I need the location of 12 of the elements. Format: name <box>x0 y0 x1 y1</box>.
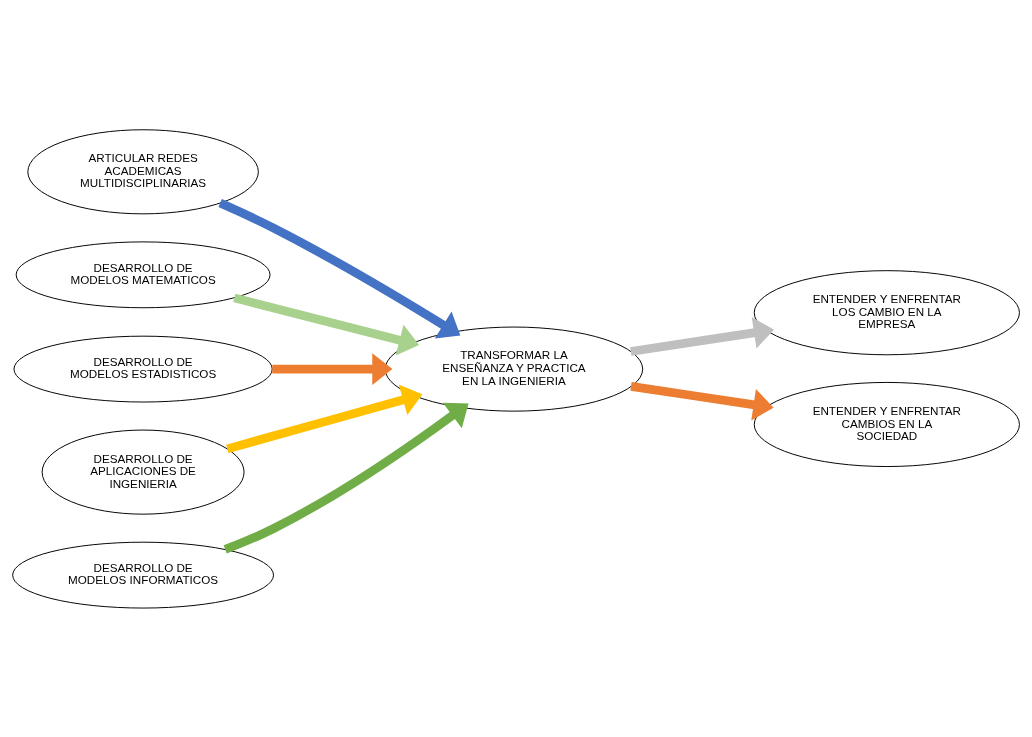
arrow <box>223 402 469 553</box>
node-ellipse: DESARROLLO DE MODELOS INFORMATICOS <box>12 541 274 609</box>
node-ellipse: DESARROLLO DE MODELOS ESTADISTICOS <box>13 335 273 402</box>
node-ellipse: DESARROLLO DE MODELOS MATEMATICOS <box>15 240 271 308</box>
arrow <box>226 384 423 453</box>
arrow <box>630 316 775 356</box>
arrow <box>630 381 774 420</box>
node-ellipse: DESARROLLO DE APLICACIONES DE INGENIERIA <box>41 429 245 515</box>
arrow <box>218 198 461 338</box>
node-ellipse: ARTICULAR REDES ACADEMICAS MULTIDISCIPLINARIAS <box>27 128 259 214</box>
arrow <box>233 293 420 355</box>
arrow <box>272 352 393 385</box>
